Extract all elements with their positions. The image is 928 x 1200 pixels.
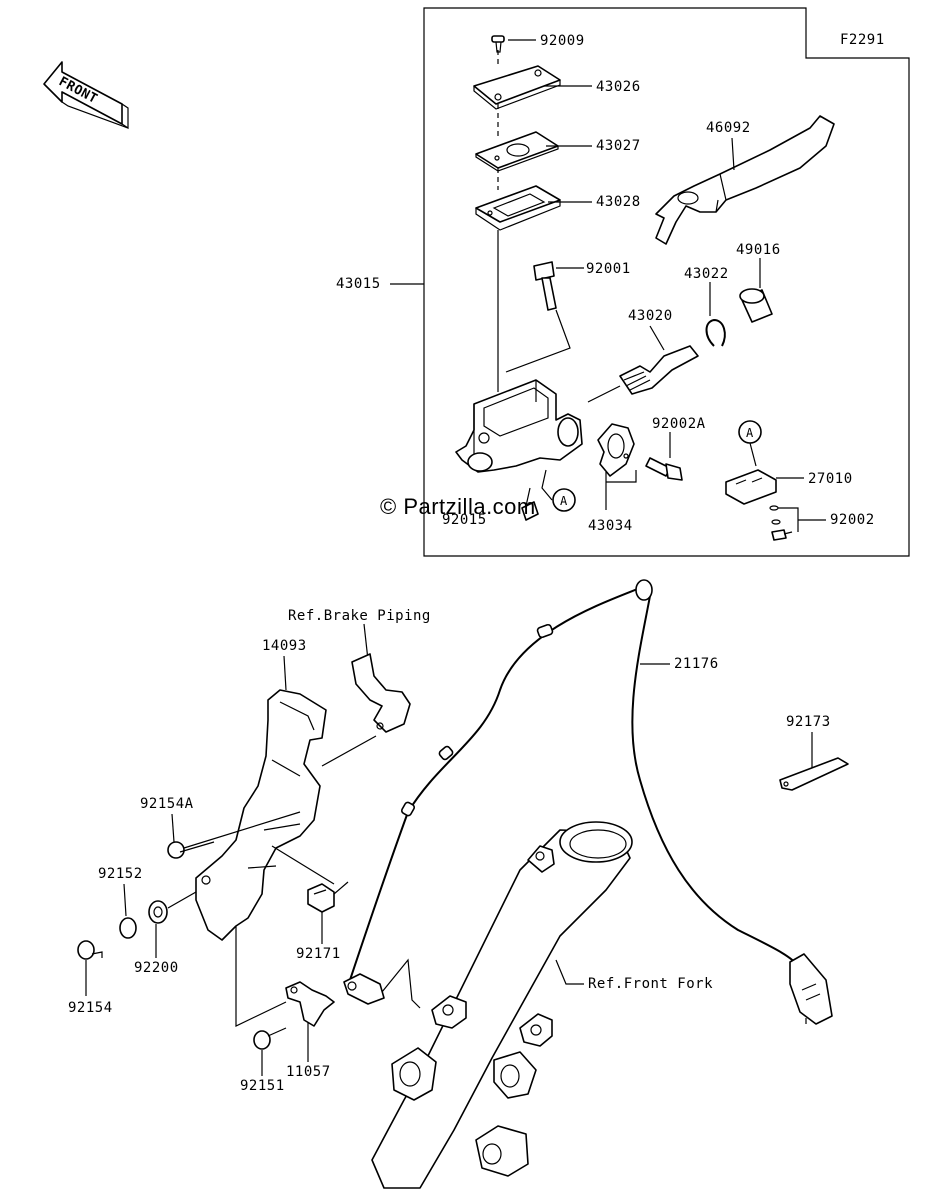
part-92171: 92171	[296, 946, 341, 962]
bolt-92154-icon	[77, 940, 103, 960]
piston-axis	[587, 385, 621, 403]
sensor-cable-21176-icon	[343, 579, 833, 1025]
bracket-axis	[321, 735, 377, 767]
screw-92015-icon	[521, 501, 539, 521]
part-92200: 92200	[134, 960, 179, 976]
watermark: © Partzilla.com	[380, 494, 536, 519]
part-14093: 14093	[262, 638, 307, 654]
part-92001: 92001	[586, 261, 631, 277]
bracket-14093-icon	[195, 689, 327, 941]
part-43020: 43020	[628, 308, 673, 324]
clamp-43034-icon	[597, 423, 635, 477]
switch-27010-icon	[725, 469, 777, 505]
front-arrow-icon: FRONT	[43, 61, 129, 130]
part-43034: 43034	[588, 518, 633, 534]
circlip-43022-icon	[705, 318, 726, 347]
plate-92173-icon	[779, 757, 849, 791]
part-92015: 92015	[442, 512, 487, 528]
diaphragm-43028-icon	[475, 185, 561, 231]
part-92154: 92154	[68, 1000, 113, 1016]
leader-43020	[649, 325, 665, 351]
master-cylinder-body-icon	[455, 379, 583, 473]
callout-a-switch-letter: A	[746, 426, 754, 440]
piping-bracket-icon	[351, 653, 411, 733]
part-92002a: 92002A	[652, 416, 706, 432]
lever-46092-icon	[655, 115, 835, 245]
leader-43034	[605, 470, 637, 510]
washer-axis	[167, 891, 197, 909]
leader-92002	[778, 507, 826, 532]
part-92152: 92152	[98, 866, 143, 882]
part-43027: 43027	[596, 138, 641, 154]
leader-92015	[525, 487, 531, 507]
bushing-49016-icon	[739, 288, 773, 323]
leader-14093	[283, 655, 287, 691]
callout-a-body	[552, 488, 576, 512]
leader-92152	[123, 883, 127, 917]
callout-a-body-letter: A	[560, 494, 568, 508]
front-fork-icon	[371, 821, 633, 1189]
sensor-bracket-11057-icon	[285, 981, 335, 1027]
part-43026: 43026	[596, 79, 641, 95]
part-49016: 49016	[736, 242, 781, 258]
piston-43020-icon	[619, 345, 699, 395]
part-92009: 92009	[540, 33, 585, 49]
ref-brake-piping: Ref.Brake Piping	[288, 608, 431, 624]
bolt-92001-icon	[533, 261, 557, 311]
clip-92171-icon	[307, 883, 335, 913]
clip-axis	[271, 845, 349, 895]
cap-43026-icon	[473, 65, 561, 110]
figure-id: F2291	[840, 32, 885, 48]
part-43022: 43022	[684, 266, 729, 282]
assembly-bracket-line	[235, 926, 287, 1027]
leader-callout-a-switch	[749, 442, 757, 467]
washer-92200-icon	[148, 900, 168, 924]
leader-92154a	[171, 813, 175, 843]
ref-front-fork: Ref.Front Fork	[588, 976, 713, 992]
cable-axis	[381, 958, 421, 1009]
screw-92002-icon	[769, 505, 793, 541]
washer-92152-icon	[119, 917, 137, 939]
bolt-92002a-icon	[645, 457, 683, 481]
bolt-axis	[505, 309, 571, 373]
part-92173: 92173	[786, 714, 831, 730]
part-92154a: 92154A	[140, 796, 194, 812]
screw-92009-icon	[491, 35, 505, 53]
part-21176: 21176	[674, 656, 719, 672]
bolt-92154a-axis	[183, 811, 301, 849]
plate-43027-icon	[475, 131, 559, 172]
part-46092: 46092	[706, 120, 751, 136]
part-11057: 11057	[286, 1064, 331, 1080]
leader-46092	[731, 137, 735, 171]
bolt-92154a-icon	[167, 841, 215, 859]
group-border	[423, 7, 910, 557]
part-43015: 43015	[336, 276, 381, 292]
part-43028: 43028	[596, 194, 641, 210]
leader-ref-brake-piping	[363, 623, 369, 661]
part-92002: 92002	[830, 512, 875, 528]
bolt-92151-icon	[253, 1027, 287, 1050]
leader-ref-front-fork	[555, 959, 584, 985]
part-27010: 27010	[808, 471, 853, 487]
part-92151: 92151	[240, 1078, 285, 1094]
leader-callout-a-body	[541, 469, 553, 501]
